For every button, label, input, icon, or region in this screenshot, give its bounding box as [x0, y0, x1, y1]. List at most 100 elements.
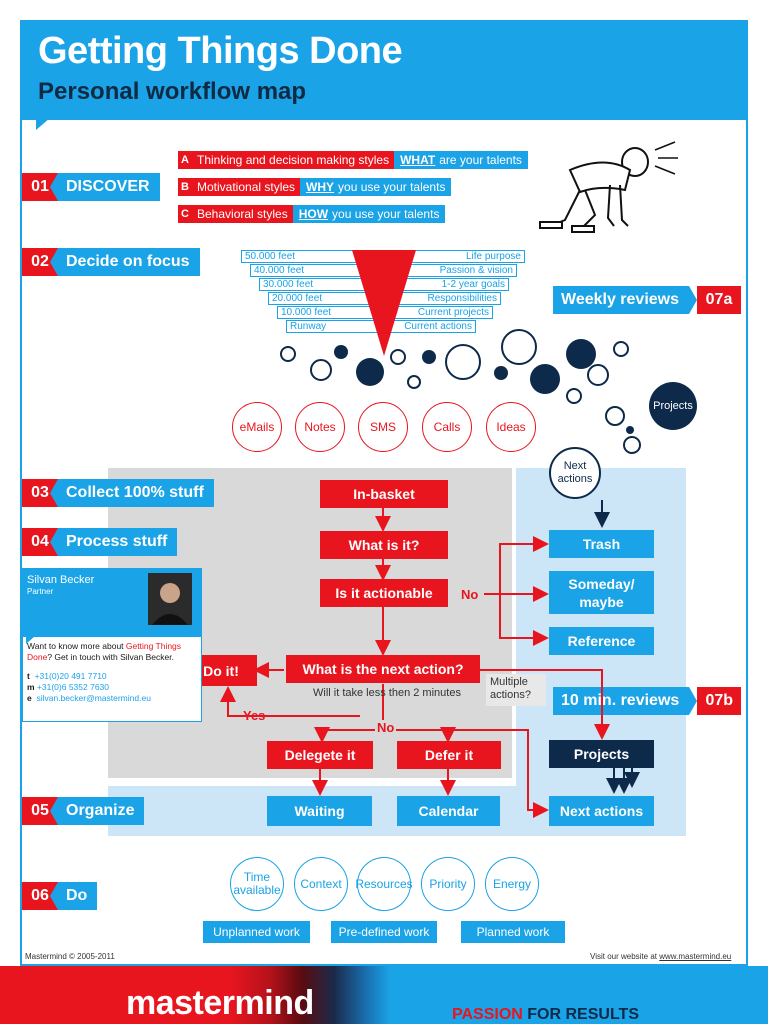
focus-funnel	[352, 250, 416, 356]
multiple-actions-note: Multiple actions?	[486, 674, 546, 706]
altitude-left: 10.000 feet	[281, 307, 332, 318]
work-type-tag: Pre-defined work	[331, 921, 437, 943]
step-label: Process stuff	[49, 528, 178, 556]
bubbles	[280, 329, 641, 454]
copyright: Mastermind © 2005-2011	[25, 952, 115, 961]
contact-intro-text: ? Get in touch with Silvan Becker.	[47, 652, 174, 662]
contact-card-tail	[26, 636, 35, 644]
what-is-it-box: What is it?	[320, 531, 448, 559]
next-action-box: What is the next action?	[286, 655, 480, 683]
slogan: PASSION FOR RESULTS	[452, 1006, 639, 1024]
altitude-left: 20.000 feet	[272, 293, 323, 304]
next-actions-box: Next actions	[549, 796, 654, 826]
step-number: 07b	[697, 687, 742, 715]
step-02: 02 Decide on focus	[22, 248, 200, 276]
input-circle: Notes	[295, 402, 345, 452]
discover-emph: HOW	[298, 207, 329, 221]
contact-card-header: Silvan Becker Partner	[22, 568, 202, 636]
step-01: 01 DISCOVER	[22, 173, 160, 201]
contact-name: Silvan Becker	[27, 574, 95, 586]
altitude-right: 1-2 year goals	[441, 279, 505, 290]
step-label: 10 min. reviews	[553, 687, 698, 715]
contact-phone: t +31(0)20 491 7710	[27, 671, 197, 682]
discover-key: C	[178, 205, 192, 223]
discover-key: B	[178, 178, 192, 196]
page-subtitle: Personal workflow map	[38, 78, 307, 105]
discover-rest: you use your talents	[332, 207, 440, 221]
step-04: 04 Process stuff	[22, 528, 178, 556]
discover-emph: WHAT	[400, 153, 436, 167]
contact-label: e	[27, 693, 32, 703]
step-06: 06 Do	[22, 882, 98, 910]
contact-role: Partner	[27, 587, 54, 596]
criteria-circle: Time available	[230, 857, 284, 911]
step-label: DISCOVER	[50, 173, 160, 201]
inbasket-box: In-basket	[320, 480, 448, 508]
contact-label: m	[27, 682, 35, 692]
calendar-box: Calendar	[397, 796, 500, 826]
altitude-left: 30.000 feet	[263, 279, 314, 290]
step-07b: 10 min. reviews 07b	[553, 687, 742, 715]
contact-link[interactable]: Getting Things Done	[27, 641, 182, 662]
projects-bubble: Projects	[649, 382, 697, 430]
visit-text: Visit our website at	[590, 952, 660, 961]
step-05: 05 Organize	[22, 797, 145, 825]
step-number: 07a	[697, 286, 742, 314]
contact-value[interactable]: +31(0)6 5352 7630	[36, 682, 110, 692]
waiting-box: Waiting	[267, 796, 372, 826]
altitude-right: Responsibilities	[427, 293, 497, 304]
contact-value[interactable]: silvan.becker@mastermind.eu	[36, 693, 151, 703]
criteria-circle: Priority	[421, 857, 475, 911]
header-tail	[36, 118, 50, 130]
contact-photo	[148, 573, 192, 625]
brand-gradient	[230, 966, 390, 1024]
criteria-circle: Resources	[355, 857, 413, 911]
yes-label: Yes	[243, 708, 266, 723]
altitude-left: 40.000 feet	[254, 265, 305, 276]
input-circle: SMS	[358, 402, 408, 452]
discover-rest: are your talents	[439, 153, 522, 167]
website-link[interactable]: www.mastermind.eu	[659, 952, 732, 961]
step-03: 03 Collect 100% stuff	[22, 479, 214, 507]
step-label: Decide on focus	[50, 248, 200, 276]
step-label: Organize	[49, 797, 145, 825]
step-07a: Weekly reviews 07a	[553, 286, 742, 314]
discover-text: Behavioral styles	[192, 205, 293, 223]
discover-rest: you use your talents	[338, 180, 446, 194]
contact-email: e silvan.becker@mastermind.eu	[27, 693, 197, 704]
step-label: Collect 100% stuff	[50, 479, 214, 507]
altitude-right: Passion & vision	[439, 265, 513, 276]
next-actions-bubble: Next actions	[549, 447, 601, 499]
discover-text: Motivational styles	[192, 178, 301, 196]
actionable-box: Is it actionable	[320, 579, 448, 607]
delegate-box: Delegete it	[267, 741, 373, 769]
input-circle: eMails	[232, 402, 282, 452]
input-circle: Ideas	[486, 402, 536, 452]
step-label: Do	[49, 882, 98, 910]
criteria-circle: Energy	[485, 857, 539, 911]
discover-emph: WHY	[306, 180, 335, 194]
no-label-2: No	[375, 720, 397, 735]
work-type-tag: Planned work	[461, 921, 565, 943]
no-label: No	[461, 587, 479, 602]
step-label: Weekly reviews	[553, 286, 698, 314]
altitude-right: Current projects	[417, 307, 489, 318]
slogan-passion: PASSION	[452, 1006, 523, 1023]
reference-box: Reference	[549, 627, 654, 655]
work-type-tag: Unplanned work	[203, 921, 310, 943]
criteria-circle: Context	[294, 857, 348, 911]
two-minute-question: Will it take less then 2 minutes	[313, 687, 461, 699]
avatar	[152, 583, 188, 625]
brand-logo: mastermind	[126, 984, 314, 1022]
trash-box: Trash	[549, 530, 654, 558]
altitude-right: Life purpose	[465, 251, 521, 262]
slogan-bar	[390, 966, 768, 1024]
contact-intro: Want to know more about Getting Things D…	[27, 641, 197, 663]
slogan-results: FOR RESULTS	[527, 1006, 639, 1023]
contact-value[interactable]: +31(0)20 491 7710	[34, 671, 107, 681]
contact-mobile: m +31(0)6 5352 7630	[27, 682, 197, 693]
input-circle: Calls	[422, 402, 472, 452]
